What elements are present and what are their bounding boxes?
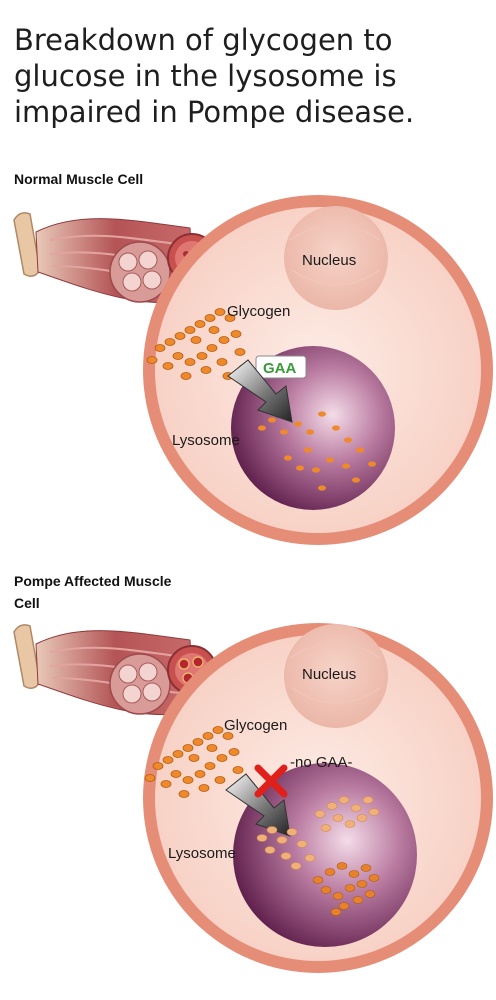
gaa-enzyme-box <box>255 355 307 379</box>
nucleus <box>284 624 388 728</box>
accumulated-glycogen <box>312 862 380 916</box>
nucleus-label: Nucleus <box>302 666 356 683</box>
accumulated-glycogen <box>256 796 380 870</box>
conversion-arrow <box>227 359 293 423</box>
glycogen-cluster <box>144 726 244 798</box>
glycogen-cluster <box>146 308 250 380</box>
conversion-arrow <box>225 773 291 837</box>
nucleus-label: Nucleus <box>302 252 356 269</box>
glucose-particles <box>258 411 376 491</box>
lysosome-label: Lysosome <box>172 432 240 449</box>
no-gaa-label: -no GAA- <box>290 754 353 771</box>
glycogen-label: Glycogen <box>224 717 287 734</box>
gaa-enzyme-label: GAA <box>263 360 297 377</box>
lysosome-label: Lysosome <box>168 845 236 862</box>
blocked-x-icon <box>254 764 288 798</box>
figure-title: Breakdown of glycogen to glucose in the … <box>14 23 415 129</box>
pompe-cell-panel: Nucleus Lysosome Glycogen -no GAA- <box>13 623 493 973</box>
lysosome <box>231 346 395 510</box>
nucleus <box>284 206 388 310</box>
pompe-cell-heading: Pompe Affected Muscle Cell <box>14 573 172 611</box>
glycogen-label: Glycogen <box>227 303 290 320</box>
normal-cell-heading: Normal Muscle Cell <box>14 171 144 187</box>
normal-cell-panel: Nucleus Lysosome Glycogen GAA <box>13 195 493 545</box>
